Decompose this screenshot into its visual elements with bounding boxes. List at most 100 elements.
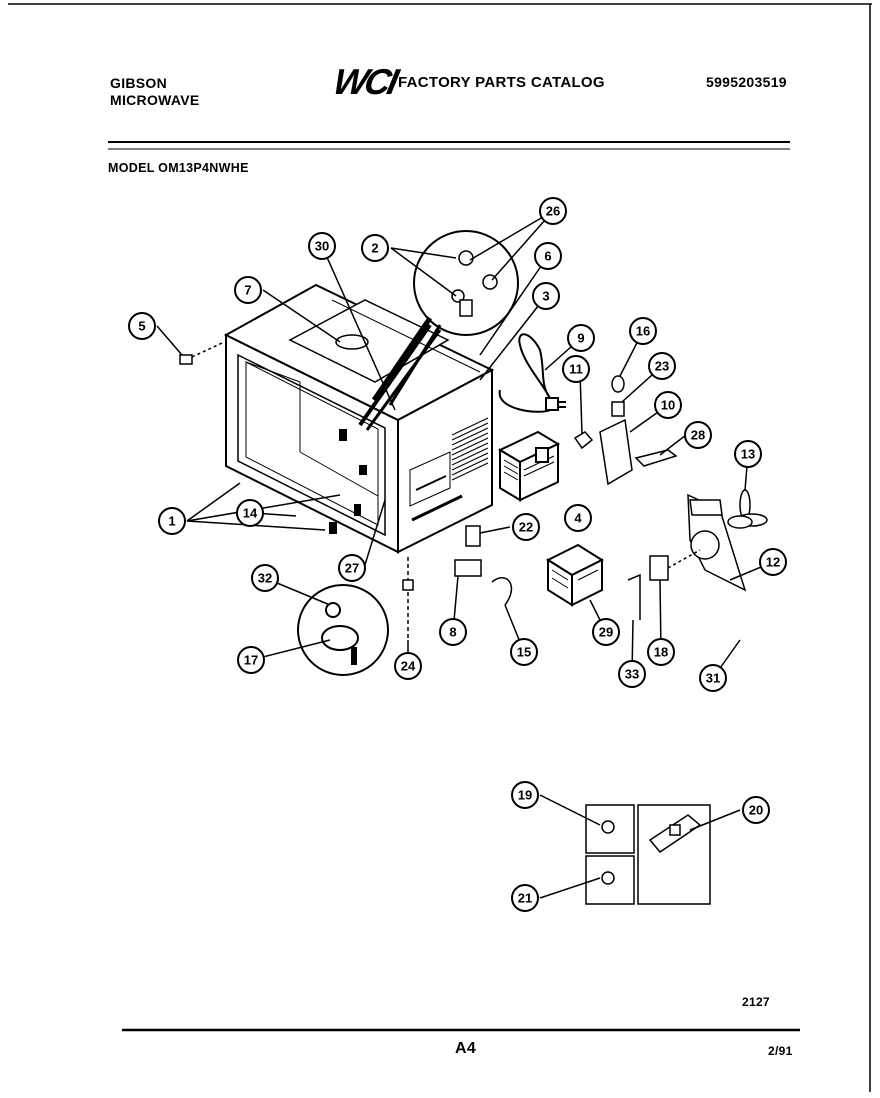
catalog-number: 5995203519 (706, 74, 787, 90)
callout-circle (234, 276, 262, 304)
callout-12: 12 (759, 548, 787, 576)
callout-label: 6 (544, 249, 551, 264)
callout-label: 17 (244, 653, 258, 668)
callout-circle (510, 638, 538, 666)
callout-24: 24 (394, 652, 422, 680)
figure-number: 2127 (742, 995, 770, 1009)
callout-label: 16 (636, 324, 650, 339)
callout-2: 2 (361, 234, 389, 262)
inset-20 (637, 804, 711, 905)
part-13-fan-blade (727, 489, 768, 529)
callout-8: 8 (439, 618, 467, 646)
part-23-spring (611, 401, 625, 417)
part-5-clip (179, 342, 223, 365)
callout-label: 27 (345, 561, 359, 576)
callout-circle (699, 664, 727, 692)
callout-circle (251, 564, 279, 592)
callout-28: 28 (684, 421, 712, 449)
callout-33: 33 (618, 660, 646, 688)
callout-circle (618, 660, 646, 688)
callout-4: 4 (564, 504, 592, 532)
callout-circle (742, 796, 770, 824)
callout-18: 18 (647, 638, 675, 666)
callout-22: 22 (512, 513, 540, 541)
date-code: 2/91 (768, 1044, 793, 1058)
callout-circle (236, 499, 264, 527)
part-4-magnetron (497, 430, 561, 502)
callout-circle (512, 513, 540, 541)
callout-label: 23 (655, 359, 669, 374)
callout-label: 7 (244, 283, 251, 298)
callout-label: 30 (315, 239, 329, 254)
callout-9: 9 (567, 324, 595, 352)
part-22-clamp (465, 525, 481, 547)
part-15-clip (491, 576, 513, 606)
callout-7: 7 (234, 276, 262, 304)
callout-circle (648, 352, 676, 380)
callout-label: 13 (741, 447, 755, 462)
callout-23: 23 (648, 352, 676, 380)
callout-label: 4 (574, 511, 582, 526)
callout-markers: 1234567891011121314151617181920212223242… (128, 197, 787, 912)
callout-circle (629, 317, 657, 345)
detail-circle-switches (371, 230, 519, 406)
callout-label: 28 (691, 428, 705, 443)
callout-circle (647, 638, 675, 666)
callout-circle (237, 646, 265, 674)
catalog-title: FACTORY PARTS CATALOG (398, 74, 605, 91)
callout-circle (532, 282, 560, 310)
callout-circle (158, 507, 186, 535)
part-9-power-cord (498, 333, 566, 413)
callout-label: 19 (518, 788, 532, 803)
callout-19: 19 (511, 781, 539, 809)
part-28-wire (634, 449, 678, 467)
callout-20: 20 (742, 796, 770, 824)
callout-circle (394, 652, 422, 680)
callout-32: 32 (251, 564, 279, 592)
part-18-motor (627, 549, 701, 620)
part-29-transformer (545, 543, 605, 607)
callout-5: 5 (128, 312, 156, 340)
callout-circle (564, 504, 592, 532)
part-11-bracket (573, 431, 594, 450)
callout-label: 22 (519, 520, 533, 535)
callout-label: 15 (517, 645, 531, 660)
callout-circle (511, 884, 539, 912)
part-10-cover (599, 418, 633, 486)
callout-11: 11 (562, 355, 590, 383)
callout-1: 1 (158, 507, 186, 535)
callout-circle (338, 554, 366, 582)
callout-circle (511, 781, 539, 809)
callout-label: 29 (599, 625, 613, 640)
callout-3: 3 (532, 282, 560, 310)
header-rules (108, 141, 790, 150)
callout-15: 15 (510, 638, 538, 666)
callout-label: 12 (766, 555, 780, 570)
callout-circle (539, 197, 567, 225)
callout-label: 32 (258, 571, 272, 586)
callout-label: 33 (625, 667, 639, 682)
callout-label: 8 (449, 625, 456, 640)
product-type: MICROWAVE (110, 92, 200, 108)
callout-label: 10 (661, 398, 675, 413)
inset-panels (585, 804, 711, 905)
small-parts-group (573, 375, 678, 486)
callout-label: 3 (542, 289, 549, 304)
callout-label: 5 (138, 319, 145, 334)
callout-circle (567, 324, 595, 352)
callout-circle (128, 312, 156, 340)
callout-circle (439, 618, 467, 646)
callout-10: 10 (654, 391, 682, 419)
callout-label: 21 (518, 891, 532, 906)
detail-circle-turntable-motor (297, 584, 389, 676)
callout-21: 21 (511, 884, 539, 912)
callout-label: 11 (569, 362, 583, 377)
callout-circle (684, 421, 712, 449)
callout-14: 14 (236, 499, 264, 527)
callout-circle (654, 391, 682, 419)
part-12-fan-housing (687, 493, 747, 592)
callout-label: 9 (577, 331, 584, 346)
callout-label: 2 (371, 241, 378, 256)
callout-circle (592, 618, 620, 646)
